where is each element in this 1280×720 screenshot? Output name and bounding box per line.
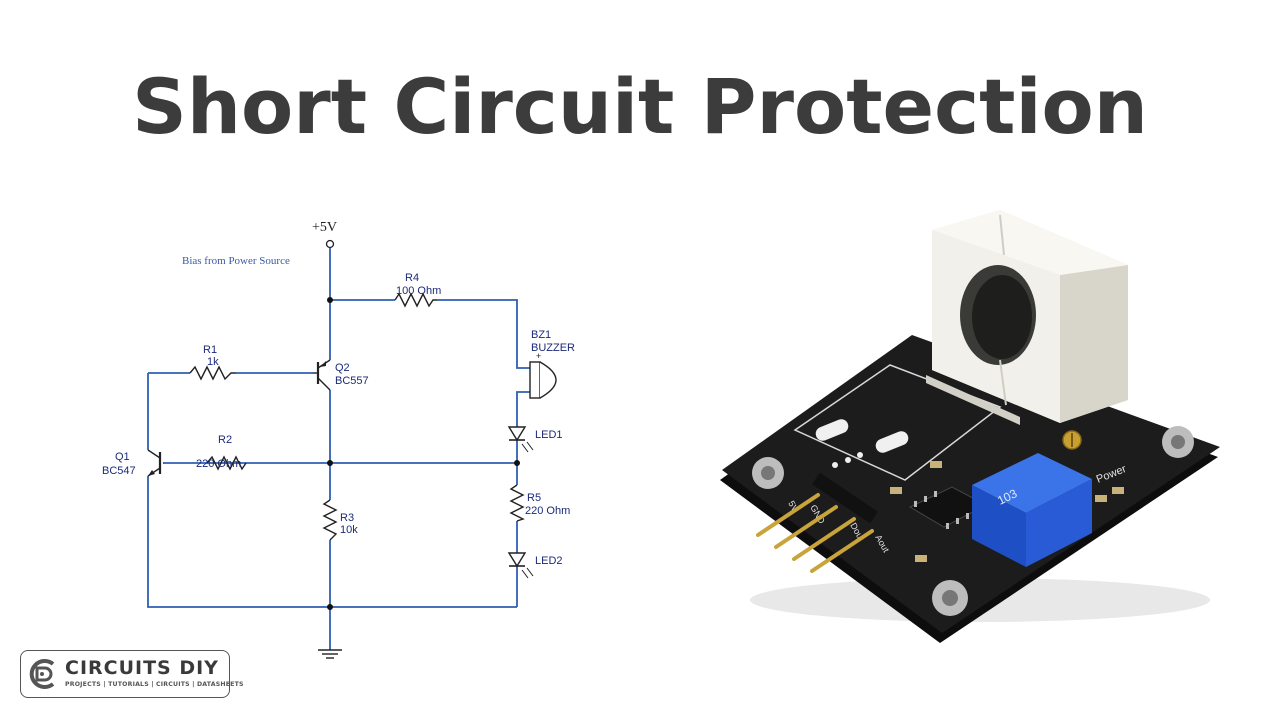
logo-mark-icon [29, 659, 55, 689]
page-title: Short Circuit Protection [132, 62, 1148, 151]
r5-value: 220 Ohm [525, 505, 570, 517]
q2-name: Q2 [335, 362, 350, 374]
header-pins [756, 472, 878, 573]
q1-transistor [147, 449, 164, 477]
buzzer-symbol: + [529, 351, 557, 399]
r4-resistor [394, 292, 437, 308]
bz1-name: BZ1 [531, 329, 551, 341]
circuit-schematic: +5V Bias from Power Source R4 100 Ohm + … [102, 220, 575, 659]
brand-logo: CIRCUITS DIY PROJECTS | TUTORIALS | CIRC… [20, 650, 243, 698]
trim-potentiometer: 103 [972, 430, 1092, 567]
r5-name: R5 [527, 492, 541, 504]
current-sensor-module: 103 Power 5V GND Dout Aout [720, 210, 1220, 643]
r3-name: R3 [340, 512, 354, 524]
r2-value: 220 Ohm [196, 458, 241, 470]
svg-text:+: + [536, 351, 541, 361]
logo-brand: CIRCUITS DIY [65, 657, 219, 679]
led1-symbol [507, 426, 534, 453]
current-transformer [926, 210, 1128, 425]
supply-terminal [325, 239, 335, 249]
supply-label: +5V [312, 220, 337, 235]
led2-name: LED2 [535, 555, 563, 567]
r1-resistor [189, 365, 236, 381]
led2-symbol [507, 552, 534, 579]
r1-value: 1k [207, 356, 219, 368]
schematic-wires [147, 248, 530, 650]
bz1-value: BUZZER [531, 342, 575, 354]
q1-value: BC547 [102, 465, 136, 477]
r4-value: 100 Ohm [396, 285, 441, 297]
r3-resistor [322, 499, 338, 541]
junction-dots [327, 297, 520, 610]
q2-value: BC557 [335, 375, 369, 387]
ground-symbol [318, 649, 342, 659]
q1-name: Q1 [115, 451, 130, 463]
logo-tagline: PROJECTS | TUTORIALS | CIRCUITS | DATASH… [65, 681, 244, 688]
r4-name: R4 [405, 272, 419, 284]
q2-transistor [313, 359, 331, 391]
led1-name: LED1 [535, 429, 563, 441]
bias-note: Bias from Power Source [182, 255, 290, 267]
r5-resistor [509, 484, 525, 522]
r3-value: 10k [340, 524, 358, 536]
mounting-holes [752, 426, 1194, 616]
r2-resistor [206, 455, 247, 471]
r2-name: R2 [218, 434, 232, 446]
r1-name: R1 [203, 344, 217, 356]
